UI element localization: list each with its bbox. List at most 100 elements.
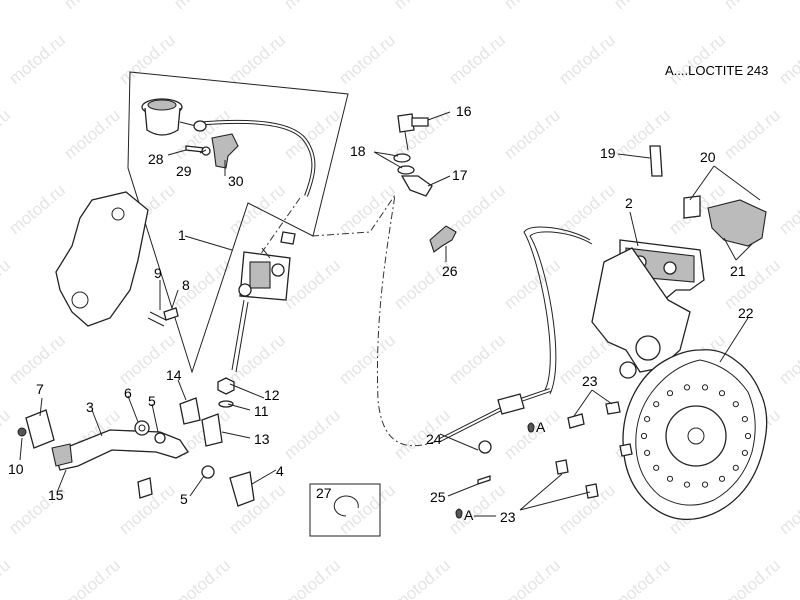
watermark-text: motod.ru xyxy=(390,555,454,600)
hose-guide-clip xyxy=(429,225,457,253)
callout-10: 10 xyxy=(8,461,24,477)
callout-28: 28 xyxy=(148,151,164,167)
callout-labels: 1 2 3 4 5 5 6 7 8 9 10 11 12 13 14 15 16… xyxy=(8,103,754,525)
watermark-text: motod.ru xyxy=(720,0,784,13)
disc-vent-hole xyxy=(666,390,674,397)
callout-30: 30 xyxy=(228,173,244,189)
disc-vent-hole xyxy=(718,390,726,397)
callout-8: 8 xyxy=(182,277,190,293)
disc-vent-holes xyxy=(640,384,752,488)
callout-22: 22 xyxy=(738,305,754,321)
watermark-text: motod.ru xyxy=(0,405,14,463)
disc-vent-hole xyxy=(666,475,674,482)
watermark-text: motod.ru xyxy=(500,0,564,13)
callout-14: 14 xyxy=(166,367,182,383)
callout-17: 17 xyxy=(452,167,468,183)
callout-23a: 23 xyxy=(582,373,598,389)
loctite-legend: A....LOCTITE 243 xyxy=(665,63,768,78)
watermark-text: motod.ru xyxy=(445,180,509,238)
watermark-text: motod.ru xyxy=(445,30,509,88)
watermark-text: motod.ru xyxy=(500,105,564,163)
sealing-washer xyxy=(393,153,411,163)
watermark-text: motod.ru xyxy=(5,330,69,388)
disc-vent-hole xyxy=(741,449,749,456)
watermark-text: motod.ru xyxy=(335,330,399,388)
callout-6: 6 xyxy=(124,385,132,401)
lock-nut xyxy=(217,377,235,395)
rod-fork xyxy=(201,413,223,447)
caliper-carrier-plate xyxy=(55,191,149,327)
callout-5a: 5 xyxy=(148,393,156,409)
watermark-text: motod.ru xyxy=(775,480,800,538)
callout-26: 26 xyxy=(442,263,458,279)
watermark-text: motod.ru xyxy=(500,255,564,313)
callout-29: 29 xyxy=(176,163,192,179)
watermark-text: motod.ru xyxy=(720,555,784,600)
disc-vent-hole xyxy=(640,432,648,440)
watermark-text: motod.ru xyxy=(60,105,124,163)
hose-clamp xyxy=(193,120,207,132)
callout-21: 21 xyxy=(730,263,746,279)
callout-20: 20 xyxy=(700,149,716,165)
watermark-text: motod.ru xyxy=(0,255,14,313)
callout-15: 15 xyxy=(48,487,64,503)
watermark-text: motod.ru xyxy=(0,555,14,600)
disc-vent-hole xyxy=(683,481,691,488)
watermark-text: motod.ru xyxy=(500,555,564,600)
reservoir-screw xyxy=(185,145,211,156)
rod-clevis xyxy=(179,397,201,425)
leader-lines xyxy=(19,111,761,517)
disc-vent-hole xyxy=(718,475,726,482)
watermark-text: motod.ru xyxy=(5,180,69,238)
disc-vent-hole xyxy=(744,432,752,440)
clip-screw xyxy=(477,475,491,485)
svg-text:A: A xyxy=(464,507,474,523)
callout-2: 2 xyxy=(625,195,633,211)
watermark-text: motod.ru xyxy=(170,555,234,600)
watermark-text: motod.ru xyxy=(5,30,69,88)
hose-clamp-screw xyxy=(478,440,492,454)
disc-vent-hole xyxy=(701,384,709,391)
callout-5b: 5 xyxy=(180,491,188,507)
pedal-bushing xyxy=(134,420,150,436)
watermark-text: motod.ru xyxy=(610,0,674,13)
callout-4: 4 xyxy=(276,463,284,479)
watermark-text: motod.ru xyxy=(610,555,674,600)
watermark-text: motod.ru xyxy=(390,405,454,463)
watermark-text: motod.ru xyxy=(115,30,179,88)
pivot-washer xyxy=(201,465,215,479)
reservoir-bracket xyxy=(211,133,239,169)
brake-pipe xyxy=(523,226,591,391)
watermark-text: motod.ru xyxy=(555,180,619,238)
callout-12: 12 xyxy=(264,387,280,403)
watermark-text: motod.ru xyxy=(445,330,509,388)
washer xyxy=(154,432,166,444)
watermark-text: motod.ru xyxy=(60,0,124,13)
watermark-text: motod.ru xyxy=(665,30,729,88)
disc-vent-hole xyxy=(653,401,660,408)
watermark-text: motod.ru xyxy=(775,180,800,238)
watermark-text: motod.ru xyxy=(335,480,399,538)
watermark-text: motod.ru xyxy=(280,555,344,600)
brake-pads xyxy=(707,199,767,247)
loctite-marker-lower: A xyxy=(455,507,474,523)
callout-9: 9 xyxy=(154,265,162,281)
brake-fluid-reservoir xyxy=(141,98,197,136)
watermark-text: motod.ru xyxy=(390,0,454,13)
watermark-text: motod.ru xyxy=(170,0,234,13)
watermark-text: motod.ru xyxy=(225,330,289,388)
hose-union xyxy=(400,175,433,197)
watermark-text: motod.ru xyxy=(775,30,800,88)
brake-pedal xyxy=(51,429,189,471)
callout-3: 3 xyxy=(86,399,94,415)
callout-24: 24 xyxy=(426,431,442,447)
disc-vent-hole xyxy=(644,449,651,456)
watermark-text: motod.ru xyxy=(60,555,124,600)
disc-screw xyxy=(555,459,569,475)
nut xyxy=(17,427,27,437)
disc-vent-hole xyxy=(741,416,749,423)
callout-1: 1 xyxy=(178,227,186,243)
pedal-pin-screw xyxy=(137,477,153,499)
disc-vent-hole xyxy=(701,481,709,488)
